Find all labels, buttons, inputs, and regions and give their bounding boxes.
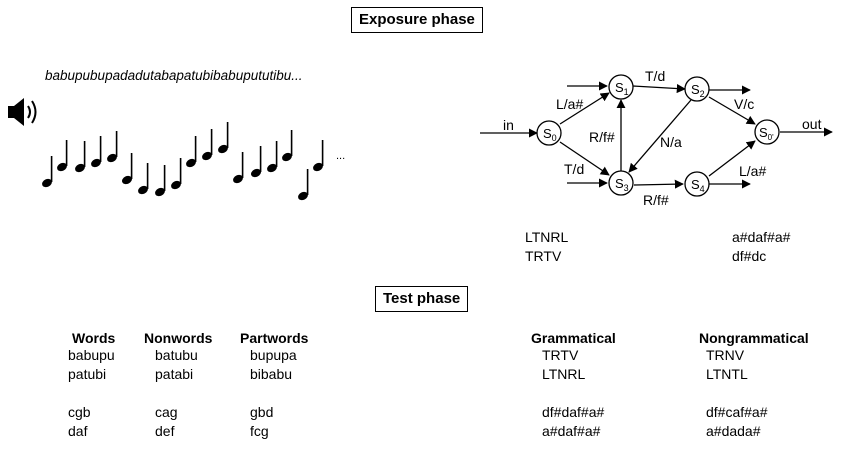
words-cell: babupu: [68, 347, 115, 363]
header-nongrammatical: Nongrammatical: [699, 330, 809, 346]
grammatical-cell: a#daf#a#: [542, 423, 601, 439]
music-note-icon: [186, 136, 197, 168]
words-cell: cgb: [68, 404, 91, 420]
edge-label-s4-s0p: L/a#: [739, 163, 766, 179]
music-note-icon: [91, 136, 102, 168]
edge-label-s0-s1: L/a#: [556, 96, 583, 112]
state-s0-prime: S0': [754, 119, 780, 145]
music-note-icon: [155, 165, 166, 197]
nonwords-cell: cag: [155, 404, 178, 420]
edge-s2-s3: [628, 99, 692, 173]
edge-label-s2-s0p: V/c: [734, 96, 754, 112]
example-notes-1: a#daf#a#: [732, 229, 791, 245]
svg-text:S1: S1: [615, 80, 629, 97]
grammatical-cell: TRTV: [542, 347, 579, 363]
example-notes-2: df#dc: [732, 248, 767, 264]
edge-s0-s1: [559, 92, 610, 125]
partwords-cell: bibabu: [250, 366, 293, 382]
edge-s4-s0p: [708, 140, 756, 177]
nonwords-cell: batubu: [155, 347, 198, 363]
edge-s1-s2: [632, 83, 686, 94]
music-note-icon: [218, 122, 229, 154]
nongrammatical-cell: df#caf#a#: [706, 404, 768, 420]
nongrammatical-cell: a#dada#: [706, 423, 761, 439]
music-note-icon: [171, 158, 182, 190]
music-note-icon: [57, 140, 68, 172]
notes-ellipsis: ...: [336, 150, 346, 162]
partwords-cell: fcg: [250, 423, 269, 439]
grammatical-cell: LTNRL: [542, 366, 586, 382]
edge-label-s1-s2: T/d: [645, 68, 665, 84]
nonwords-cell: patabi: [155, 366, 194, 382]
nongrammatical-cell: TRNV: [706, 347, 745, 363]
state-s1: S1: [608, 74, 634, 100]
speaker-icon: [8, 98, 37, 126]
music-note-icon: [42, 156, 53, 188]
svg-text:S0: S0: [543, 126, 557, 143]
music-note-icon: [122, 153, 133, 185]
nongrammatical-cell: LTNTL: [706, 366, 748, 382]
edge-s3-s4: [633, 179, 684, 189]
music-note-icon: [75, 141, 86, 173]
music-note-icon: [202, 129, 213, 161]
header-grammatical: Grammatical: [531, 330, 616, 346]
header-nonwords: Nonwords: [144, 330, 213, 346]
partwords-cell: bupupa: [250, 347, 297, 363]
example-letters-1: LTNRL: [525, 229, 569, 245]
music-note-icon: [107, 131, 118, 163]
state-s2: S2: [684, 76, 710, 102]
music-note-icon: [251, 146, 262, 178]
test-phase-title: Test phase: [375, 286, 469, 312]
grammar-graph: S0 S1 S2 S3 S4 S0' in out L/a# T/d T/d R…: [480, 68, 833, 208]
out-label: out: [802, 116, 822, 132]
svg-text:S0': S0': [759, 125, 774, 142]
edge-label-s3-s4: R/f#: [643, 192, 669, 208]
edge-label-s3-s1: R/f#: [589, 129, 615, 145]
header-words: Words: [72, 330, 116, 346]
syllable-sequence: babupubupadadutabapatubibabupututibu...: [45, 68, 303, 83]
music-note-icon: [298, 169, 309, 201]
words-cell: patubi: [68, 366, 107, 382]
state-s0: S0: [536, 120, 562, 146]
svg-text:S3: S3: [615, 176, 629, 193]
grammatical-cell: df#daf#a#: [542, 404, 605, 420]
nonwords-cell: def: [155, 423, 175, 439]
music-note-icon: [313, 140, 324, 172]
header-partwords: Partwords: [240, 330, 309, 346]
svg-text:S4: S4: [691, 177, 705, 194]
in-label: in: [503, 117, 514, 133]
music-notes: [42, 122, 324, 201]
edge-s0-s3: [559, 141, 610, 176]
music-note-icon: [233, 152, 244, 184]
example-letters-2: TRTV: [525, 248, 562, 264]
music-note-icon: [282, 130, 293, 162]
edge-label-s2-s3: N/a: [660, 134, 682, 150]
edge-label-s0-s3: T/d: [564, 161, 584, 177]
svg-text:S2: S2: [691, 82, 705, 99]
exposure-phase-title: Exposure phase: [351, 7, 483, 33]
words-cell: daf: [68, 423, 88, 439]
music-note-icon: [267, 141, 278, 173]
state-s3: S3: [608, 170, 634, 196]
edge-s2-s0p: [708, 96, 756, 125]
music-note-icon: [138, 163, 149, 195]
partwords-cell: gbd: [250, 404, 274, 420]
state-s4: S4: [684, 171, 710, 197]
